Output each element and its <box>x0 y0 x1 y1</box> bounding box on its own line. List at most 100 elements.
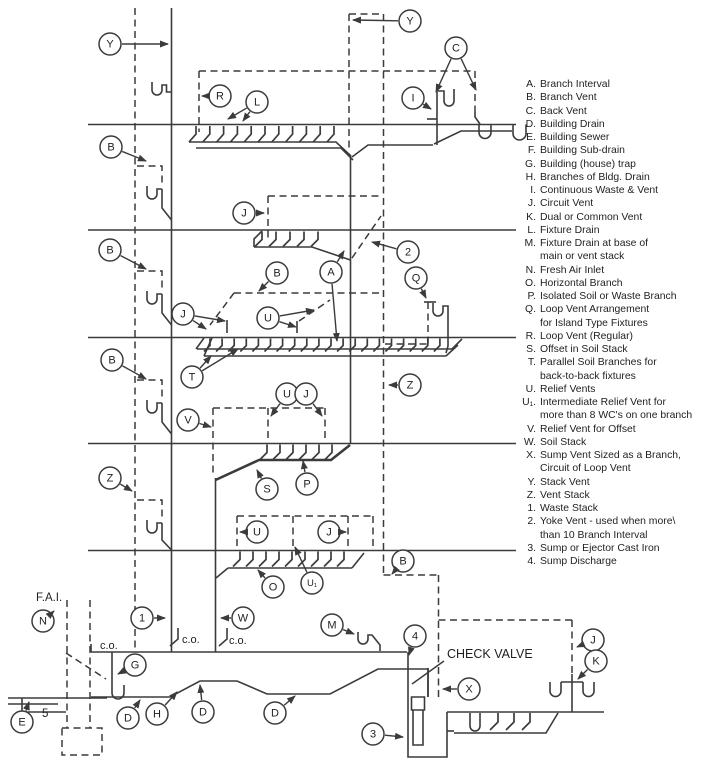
label-letter: A <box>327 267 335 279</box>
legend-text: Loop Vent (Regular) <box>540 330 633 342</box>
label-letter: H <box>153 709 161 721</box>
label-letter: D <box>271 708 279 720</box>
legend-key: 1. <box>527 503 536 514</box>
legend-key: U. <box>525 383 536 395</box>
label-J: J <box>232 201 265 225</box>
label-letter: B <box>399 556 406 568</box>
label-letter: S <box>263 484 270 496</box>
legend-text: Waste Stack <box>540 503 598 514</box>
label-B: B <box>99 135 147 162</box>
label-N: N <box>31 609 55 633</box>
label-letter: J <box>303 389 309 401</box>
label-letter: J <box>241 208 247 220</box>
legend-text: Isolated Soil or Waste Branch <box>540 291 677 302</box>
label-letter: B <box>106 245 113 257</box>
legend-item: Y. Stack Vent <box>518 476 700 489</box>
legend-item: D.Building Drain <box>518 118 700 131</box>
leader-arrow <box>242 111 251 122</box>
leader-arrow <box>194 315 226 324</box>
leader-arrow <box>201 348 239 372</box>
label-W: W <box>220 606 255 630</box>
label-D: D <box>191 684 215 724</box>
label-letter: Z <box>107 473 114 485</box>
leader-arrow <box>45 610 55 619</box>
label-letter: L <box>254 97 260 109</box>
annotation-text: F.A.I. <box>36 592 62 604</box>
legend-item: K.Dual or Common Vent <box>518 211 700 224</box>
legend-text: Vent Stack <box>540 489 590 501</box>
legend-key: I. <box>530 185 536 196</box>
label-Y: Y <box>98 32 169 56</box>
legend-key: E. <box>526 132 536 143</box>
legend-item: X. Sump Vent Sized as a Branch, Circuit o… <box>518 449 700 476</box>
label-U: U <box>270 382 299 417</box>
label-L: L <box>227 90 269 122</box>
label-D: D <box>116 699 141 730</box>
legend-text: Offset in Soil Stack <box>540 344 628 355</box>
legend-item: N.Fresh Air Inlet <box>518 264 700 277</box>
leader-arrow <box>391 565 400 575</box>
label-letter: 4 <box>412 631 418 643</box>
leader-arrow <box>117 667 127 675</box>
legend-key: 4. <box>527 556 536 567</box>
label-1: 1 <box>130 606 166 630</box>
label-letter: Y <box>106 39 114 51</box>
legend-key: Z. <box>526 489 536 501</box>
legend-key: V. <box>527 423 536 435</box>
legend-text: Yoke Vent - used when more\ than 10 Bran… <box>540 516 676 541</box>
legend-key: X. <box>526 450 536 461</box>
leader-arrow <box>192 319 207 330</box>
legend-key: R. <box>525 330 536 342</box>
label-Q: Q <box>404 266 428 299</box>
label-letter: J <box>180 309 186 321</box>
annotation-text: c.o. <box>229 635 247 647</box>
leader-arrow <box>331 283 340 342</box>
label-letter: N <box>39 616 47 628</box>
label-Y: Y <box>352 9 422 33</box>
label-letter: T <box>189 372 196 384</box>
legend-key: T. <box>527 357 536 369</box>
annotation-leader <box>411 660 445 685</box>
leader-arrow <box>132 699 141 709</box>
leader-arrow <box>227 107 248 120</box>
label-O: O <box>257 569 285 599</box>
leader-arrow <box>435 58 452 93</box>
legend-item: C.Back Vent <box>518 105 700 118</box>
label-letter: Y <box>406 16 414 28</box>
legend-text: Building Sub-drain <box>540 145 625 157</box>
label-letter: C <box>452 43 460 55</box>
label-letter: X <box>465 684 473 696</box>
legend-text: Stack Vent <box>540 476 590 488</box>
legend-key: G. <box>525 158 536 170</box>
legend-text: Sump or Ejector Cast Iron <box>540 542 660 554</box>
label-J: J <box>294 382 323 417</box>
legend-key: W. <box>523 436 536 448</box>
leader-arrow <box>342 627 355 635</box>
legend-item: S.Offset in Soil Stack <box>518 343 700 356</box>
label-D: D <box>263 695 296 725</box>
label-U: U <box>256 306 315 330</box>
leader-arrow <box>408 646 415 656</box>
legend-item: T. Parallel Soil Branches for back-to-bac… <box>518 356 700 383</box>
legend-text: Soil Stack <box>540 436 587 448</box>
label-C: C <box>435 36 477 93</box>
label-B: B <box>100 348 147 380</box>
legend-text: Parallel Soil Branches for back-to-back … <box>540 357 657 382</box>
legend-key: Y. <box>527 476 536 488</box>
label-letter: D <box>124 713 132 725</box>
label-3: 3 <box>361 722 404 746</box>
legend-text: Relief Vent for Offset <box>540 423 636 435</box>
legend-key: C. <box>525 105 536 117</box>
label-R: R <box>201 84 232 108</box>
legend-text: Sump Vent Sized as a Branch, Circuit of … <box>540 450 681 475</box>
legend-item: 4.Sump Discharge <box>518 555 700 568</box>
legend-item: U.Relief Vents <box>518 383 700 396</box>
label-S: S <box>255 469 279 501</box>
legend-text: Branches of Bldg. Drain <box>540 171 650 183</box>
leader-arrow <box>336 250 345 263</box>
label-letter: Z <box>407 380 414 392</box>
annotation-text: CHECK VALVE <box>447 647 533 661</box>
